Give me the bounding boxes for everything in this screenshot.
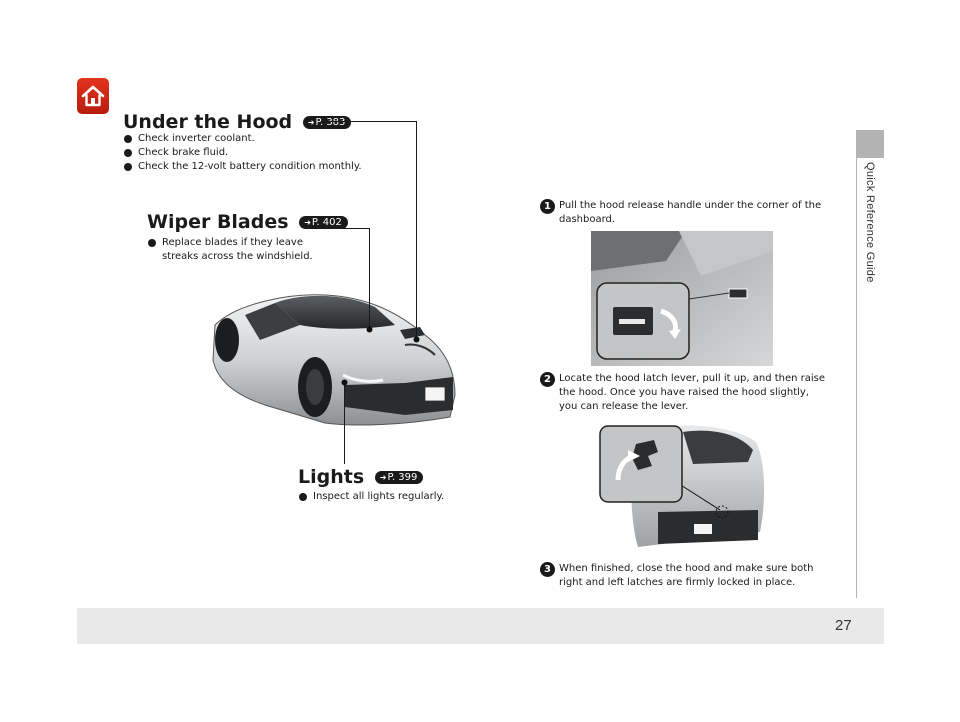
page-ref-arrow-icon: ➜ (379, 473, 387, 482)
lights-callout-dot (341, 379, 348, 386)
sidebar-label-text: Quick Reference Guide (864, 162, 876, 283)
list-item: Check brake fluid. (123, 146, 362, 160)
under-hood-ref-text: P. 383 (315, 117, 346, 128)
footer-bar (77, 608, 884, 644)
under-hood-page-ref[interactable]: ➜P. 383 (302, 116, 352, 129)
car-illustration (212, 294, 456, 426)
wiper-callout-dot (366, 326, 373, 333)
hood-latch-figure (599, 425, 765, 547)
wiper-blades-title: Wiper Blades (147, 211, 289, 233)
home-button[interactable] (77, 78, 109, 114)
lights-page-ref[interactable]: ➜P. 399 (374, 471, 424, 484)
under-hood-callout-dot (413, 336, 420, 343)
wiper-blades-list: Replace blades if they leave streaks acr… (147, 236, 313, 264)
under-hood-heading: Under the Hood ➜P. 383 (123, 111, 352, 133)
under-hood-list: Check inverter coolant. Check brake flui… (123, 132, 362, 174)
list-item: Check the 12-volt battery condition mont… (123, 160, 362, 174)
page-ref-arrow-icon: ➜ (304, 218, 311, 227)
lights-list: Inspect all lights regularly. (298, 490, 444, 504)
home-icon (81, 85, 105, 107)
lights-heading: Lights ➜P. 399 (298, 466, 424, 488)
under-hood-leader-line (324, 121, 416, 122)
step-2-marker: 2 (540, 372, 555, 387)
list-item: Replace blades if they leave streaks acr… (147, 236, 313, 264)
lights-title: Lights (298, 466, 365, 488)
page-number: 27 (835, 617, 852, 634)
lights-ref-text: P. 399 (387, 472, 418, 483)
sidebar-label: Quick Reference Guide (858, 162, 882, 322)
step-1-text: Pull the hood release handle under the c… (559, 200, 822, 225)
sidebar-tab (856, 130, 884, 158)
hood-release-figure (591, 231, 773, 366)
step-2: 2 Locate the hood latch lever, pull it u… (540, 372, 840, 416)
wiper-leader-line-vertical (369, 228, 370, 329)
page-ref-arrow-icon: ➜ (307, 118, 315, 127)
step-1-marker: 1 (540, 199, 555, 214)
step-3: 3 When finished, close the hood and make… (540, 562, 840, 592)
step-3-marker: 3 (540, 562, 555, 577)
wiper-blades-page-ref[interactable]: ➜P. 402 (299, 216, 348, 229)
wiper-blades-heading: Wiper Blades ➜P. 402 (147, 211, 348, 233)
step-3-text: When finished, close the hood and make s… (559, 563, 814, 588)
under-hood-leader-line-vertical (416, 121, 417, 339)
wiper-leader-line (323, 228, 369, 229)
step-2-text: Locate the hood latch lever, pull it up,… (559, 373, 826, 412)
lights-leader-line (344, 383, 345, 464)
list-item: Inspect all lights regularly. (298, 490, 444, 504)
sidebar-divider (856, 158, 857, 598)
under-hood-title: Under the Hood (123, 111, 293, 133)
step-1: 1 Pull the hood release handle under the… (540, 199, 840, 229)
wiper-blades-ref-text: P. 402 (311, 217, 342, 228)
list-item: Check inverter coolant. (123, 132, 362, 146)
